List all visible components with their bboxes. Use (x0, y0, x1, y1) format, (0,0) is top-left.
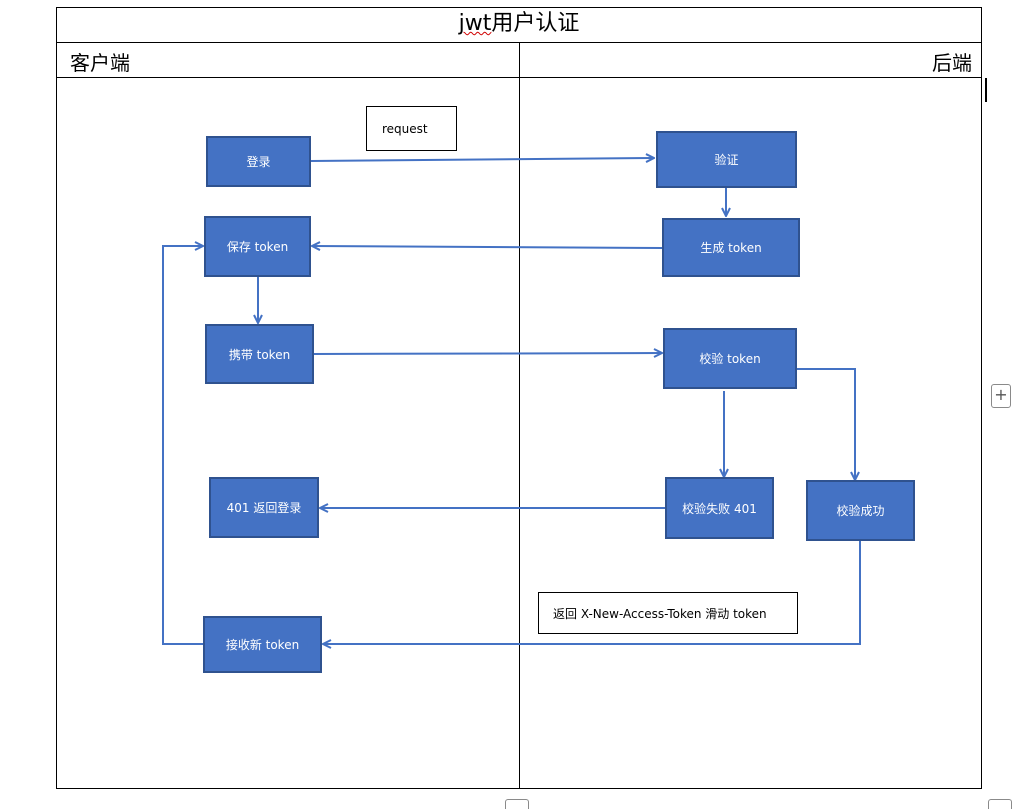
lane-label-server: 后端 (932, 51, 972, 75)
arrow-success-to-receive (323, 540, 861, 644)
arrow-check-to-success (796, 368, 855, 480)
node-check-token: 校验 token (663, 328, 797, 389)
title-suffix: 用户认证 (491, 11, 580, 36)
diagram-title: jwt用户认证 (56, 7, 982, 43)
node-save-token: 保存 token (204, 216, 311, 277)
resize-handle-corner[interactable] (988, 799, 1012, 809)
node-verify: 验证 (656, 131, 797, 188)
node-return-401: 401 返回登录 (209, 477, 319, 538)
expand-handle-bottom[interactable] (505, 799, 529, 809)
node-carry-token: 携带 token (205, 324, 314, 384)
node-generate-token: 生成 token (662, 218, 800, 277)
node-check-success: 校验成功 (806, 480, 915, 541)
arrow-receive-to-save (162, 246, 203, 645)
node-receive-new-token: 接收新 token (203, 616, 322, 673)
node-login: 登录 (206, 136, 311, 187)
title-prefix: jwt (458, 11, 492, 36)
lane-label-client: 客户端 (70, 51, 130, 75)
expand-handle-right[interactable]: + (991, 384, 1011, 408)
arrow-generate-to-save (312, 246, 663, 248)
node-check-failed: 校验失败 401 (665, 477, 774, 539)
arrow-login-to-verify (310, 158, 654, 161)
lane-divider (519, 43, 520, 789)
text-cursor (985, 78, 987, 102)
note-refresh: 返回 X-New-Access-Token 滑动 token (538, 592, 798, 634)
arrow-carry-to-check (312, 353, 662, 354)
note-request: request (366, 106, 457, 151)
